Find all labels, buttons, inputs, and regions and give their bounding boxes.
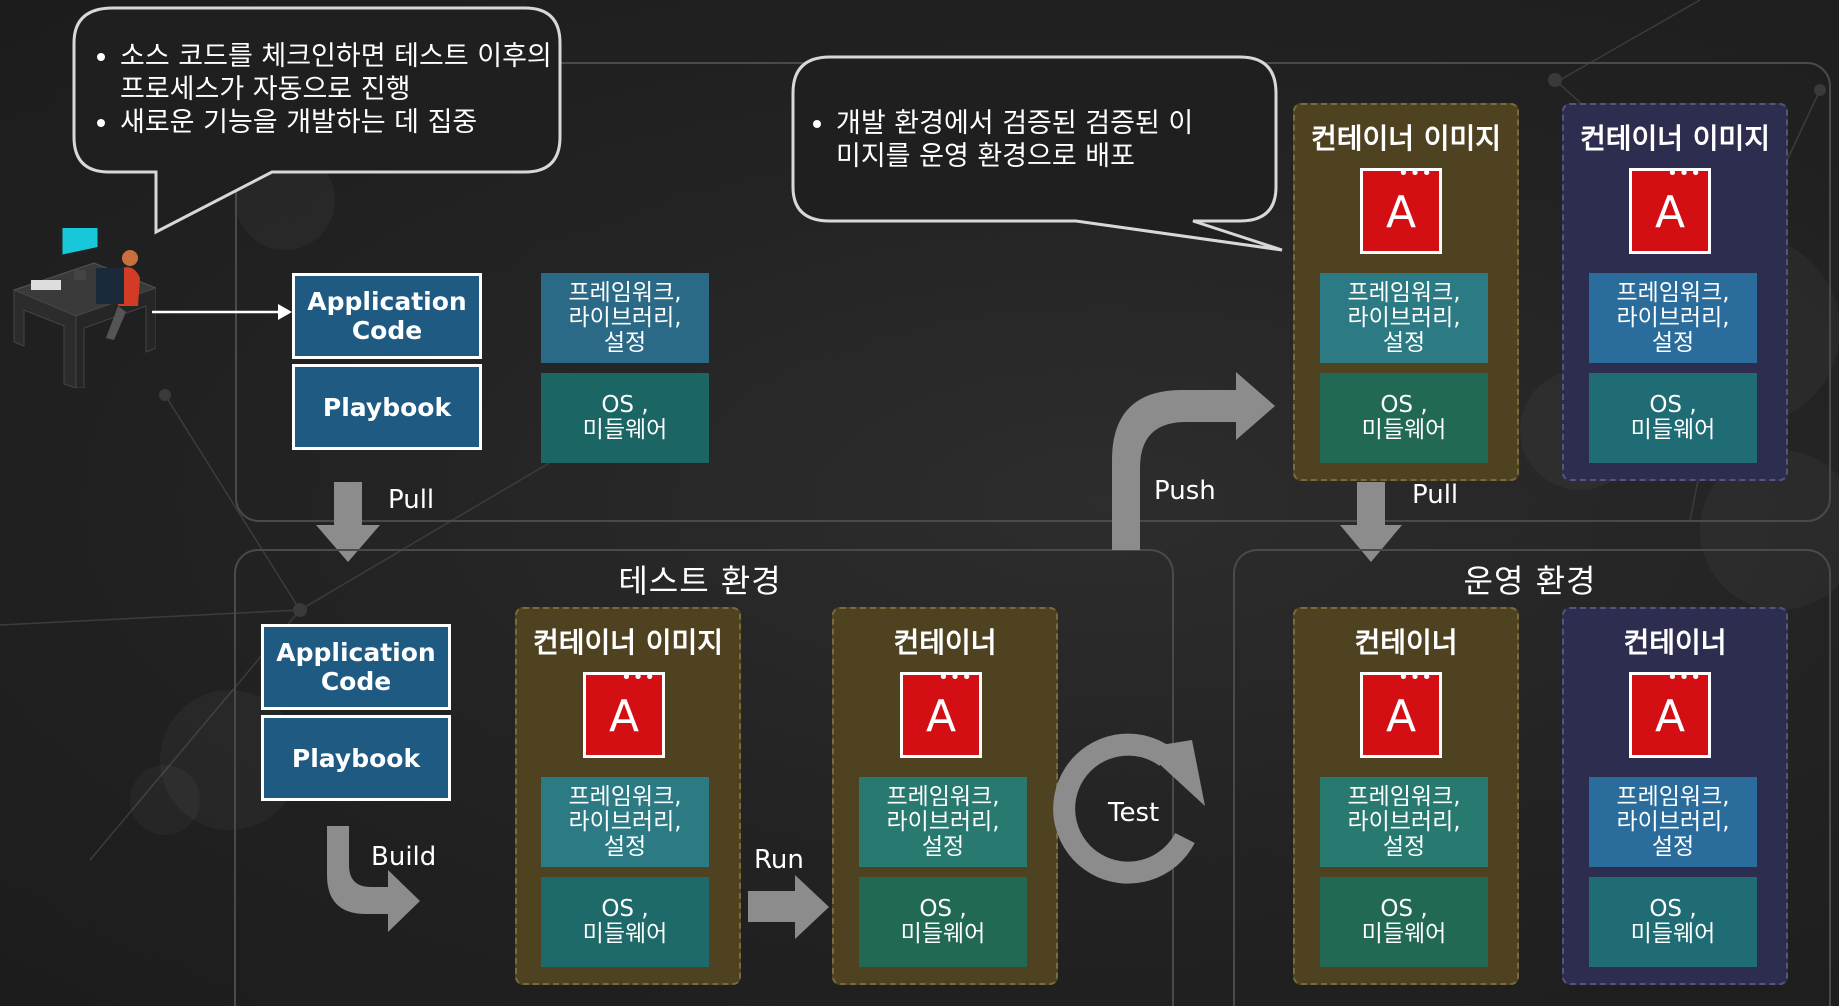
- window-dots: •••: [1667, 667, 1702, 688]
- app-letter: A: [1385, 691, 1417, 742]
- developer-at-desk-icon: [12, 228, 156, 388]
- push-label: Push: [1154, 476, 1216, 506]
- app-letter: A: [1385, 187, 1417, 238]
- container-title: 컨테이너: [1354, 626, 1458, 659]
- os-middleware-layer: OS , 미들웨어: [1320, 373, 1488, 463]
- os-middleware-layer: OS , 미들웨어: [1320, 877, 1488, 967]
- bubble-item: 개발 환경에서 검증된 검증된 이미지를 운영 환경으로 배포: [836, 107, 1210, 173]
- os-middleware-layer: OS , 미들웨어: [541, 373, 709, 463]
- app-letter: A: [1654, 691, 1686, 742]
- application-code-box: Application Code: [292, 273, 482, 359]
- playbook-box: Playbook: [292, 364, 482, 450]
- playbook-box: Playbook: [261, 715, 451, 801]
- test-label: Test: [1108, 798, 1160, 828]
- application-window-icon: A •••: [583, 667, 665, 758]
- container-image-title: 컨테이너 이미지: [1310, 122, 1502, 155]
- framework-layer: 프레임워크, 라이브러리, 설정: [1589, 273, 1757, 363]
- window-dots: •••: [1398, 163, 1433, 184]
- window-dots: •••: [621, 667, 656, 688]
- container-image-title: 컨테이너 이미지: [1579, 122, 1771, 155]
- framework-layer: 프레임워크, 라이브러리, 설정: [1320, 777, 1488, 867]
- app-letter: A: [1654, 187, 1686, 238]
- application-window-icon: A •••: [1360, 667, 1442, 758]
- container-title: 컨테이너: [893, 626, 997, 659]
- os-middleware-layer: OS , 미들웨어: [1589, 877, 1757, 967]
- framework-layer: 프레임워크, 라이브러리, 설정: [859, 777, 1027, 867]
- window-dots: •••: [1398, 667, 1433, 688]
- bubble-item: 새로운 기능을 개발하는 데 집중: [120, 106, 554, 139]
- application-window-icon: A •••: [1629, 163, 1711, 254]
- run-label: Run: [754, 845, 804, 875]
- app-letter: A: [608, 691, 640, 742]
- os-middleware-layer: OS , 미들웨어: [541, 877, 709, 967]
- production-environment-title: 운영 환경: [1463, 562, 1597, 600]
- pull-label-2: Pull: [1412, 480, 1459, 510]
- framework-layer: 프레임워크, 라이브러리, 설정: [541, 273, 709, 363]
- window-dots: •••: [1667, 163, 1702, 184]
- left-bubble-text: 소스 코드를 체크인하면 테스트 이후의 프로세스가 자동으로 진행 새로운 기…: [84, 40, 554, 139]
- os-middleware-layer: OS , 미들웨어: [1589, 373, 1757, 463]
- application-window-icon: A •••: [1360, 163, 1442, 254]
- app-letter: A: [925, 691, 957, 742]
- application-code-box: Application Code: [261, 624, 451, 710]
- framework-layer: 프레임워크, 라이브러리, 설정: [541, 777, 709, 867]
- pull-label-1: Pull: [388, 485, 435, 515]
- build-label: Build: [371, 842, 437, 872]
- framework-layer: 프레임워크, 라이브러리, 설정: [1320, 273, 1488, 363]
- container-title: 컨테이너: [1623, 626, 1727, 659]
- application-window-icon: A •••: [900, 667, 982, 758]
- container-image-title: 컨테이너 이미지: [532, 626, 724, 659]
- test-environment-title: 테스트 환경: [618, 562, 782, 600]
- application-window-icon: A •••: [1629, 667, 1711, 758]
- os-middleware-layer: OS , 미들웨어: [859, 877, 1027, 967]
- right-bubble-text: 개발 환경에서 검증된 검증된 이미지를 운영 환경으로 배포: [800, 107, 1210, 173]
- framework-layer: 프레임워크, 라이브러리, 설정: [1589, 777, 1757, 867]
- window-dots: •••: [938, 667, 973, 688]
- bubble-item: 소스 코드를 체크인하면 테스트 이후의 프로세스가 자동으로 진행: [120, 40, 554, 106]
- production-environment-region: [1233, 549, 1831, 1006]
